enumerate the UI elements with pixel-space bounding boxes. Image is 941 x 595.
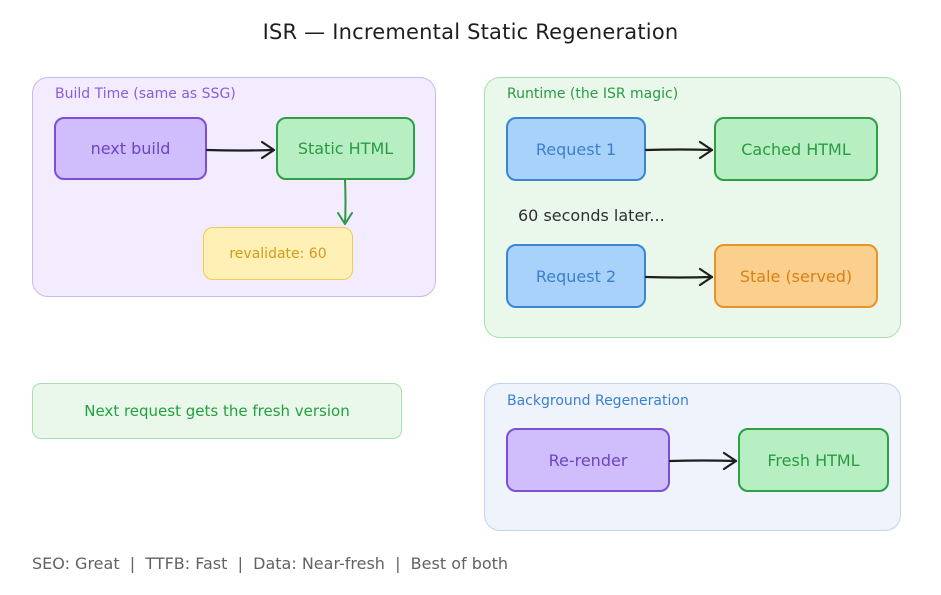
re-render-node: Re-render — [506, 428, 670, 492]
sixty-seconds-later-text: 60 seconds later... — [518, 206, 665, 225]
runtime-label: Runtime (the ISR magic) — [507, 86, 679, 102]
cached-html-label: Cached HTML — [741, 139, 851, 159]
cached-html-node: Cached HTML — [714, 117, 878, 181]
next-build-label: next build — [90, 139, 171, 158]
fresh-html-node: Fresh HTML — [738, 428, 889, 492]
background-regeneration-label: Background Regeneration — [507, 393, 689, 409]
request-1-node: Request 1 — [506, 117, 646, 181]
re-render-label: Re-render — [548, 450, 628, 470]
request-2-node: Request 2 — [506, 244, 646, 308]
static-html-node: Static HTML — [276, 117, 415, 180]
footer-summary: SEO: Great | TTFB: Fast | Data: Near-fre… — [32, 554, 509, 573]
stale-served-label: Stale (served) — [739, 266, 853, 286]
fresh-version-note: Next request gets the fresh version — [32, 383, 402, 439]
request-2-label: Request 2 — [535, 266, 617, 286]
next-build-node: next build — [54, 117, 207, 180]
build-time-label: Build Time (same as SSG) — [55, 86, 236, 102]
stale-served-node: Stale (served) — [714, 244, 878, 308]
fresh-version-note-text: Next request gets the fresh version — [84, 402, 350, 420]
static-html-label: Static HTML — [297, 139, 394, 158]
request-1-label: Request 1 — [535, 139, 617, 159]
diagram-title: ISR — Incremental Static Regeneration — [262, 20, 679, 44]
revalidate-label: revalidate: 60 — [229, 245, 327, 262]
revalidate-node: revalidate: 60 — [203, 227, 353, 280]
fresh-html-label: Fresh HTML — [767, 450, 860, 470]
